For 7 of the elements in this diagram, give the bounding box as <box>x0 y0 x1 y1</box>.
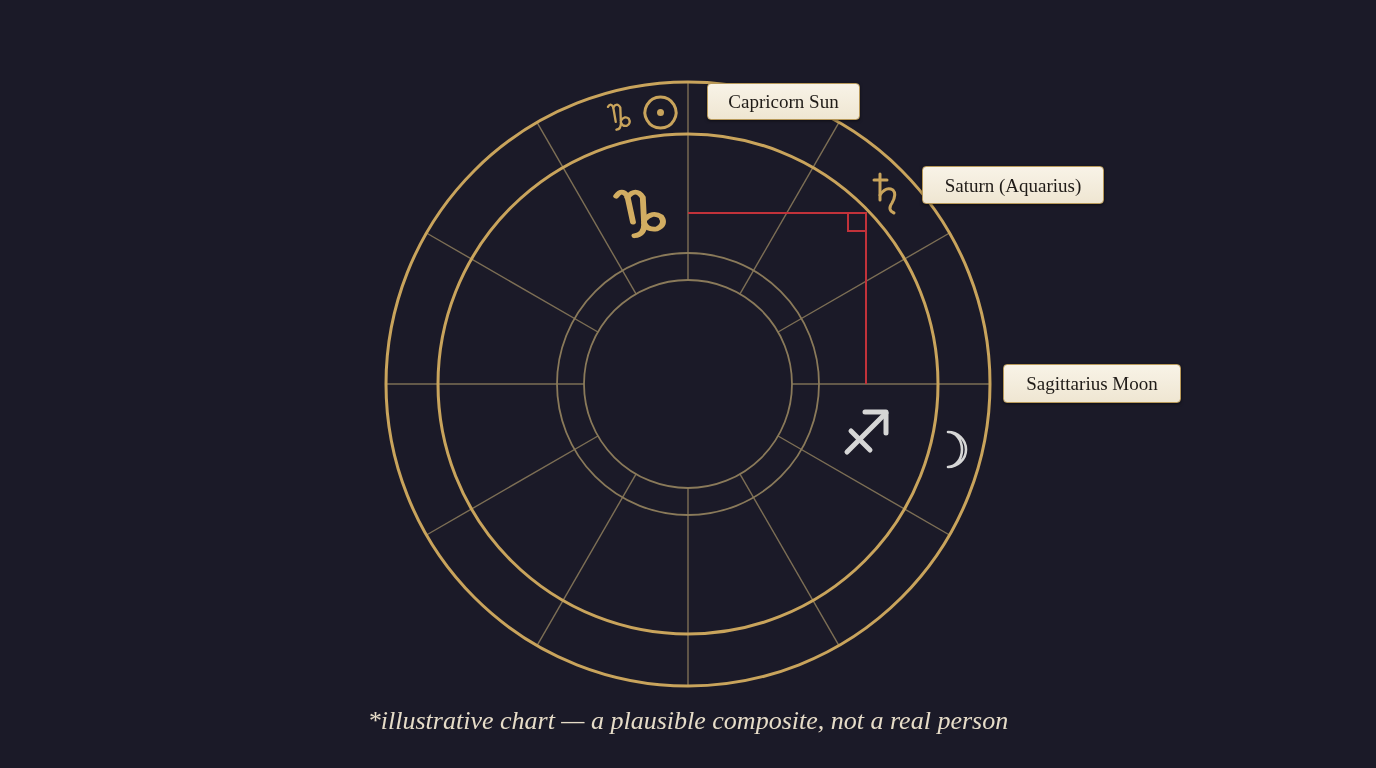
label-box <box>707 83 860 120</box>
label-box <box>922 166 1104 204</box>
caption: *illustrative chart — a plausible composite, not a real person <box>367 706 1009 735</box>
label-text: Saturn (Aquarius) <box>944 175 1082 195</box>
label-box <box>1003 364 1181 403</box>
label-text: Capricorn Sun <box>728 92 839 111</box>
label-text: Sagittarius Moon <box>1026 374 1158 393</box>
